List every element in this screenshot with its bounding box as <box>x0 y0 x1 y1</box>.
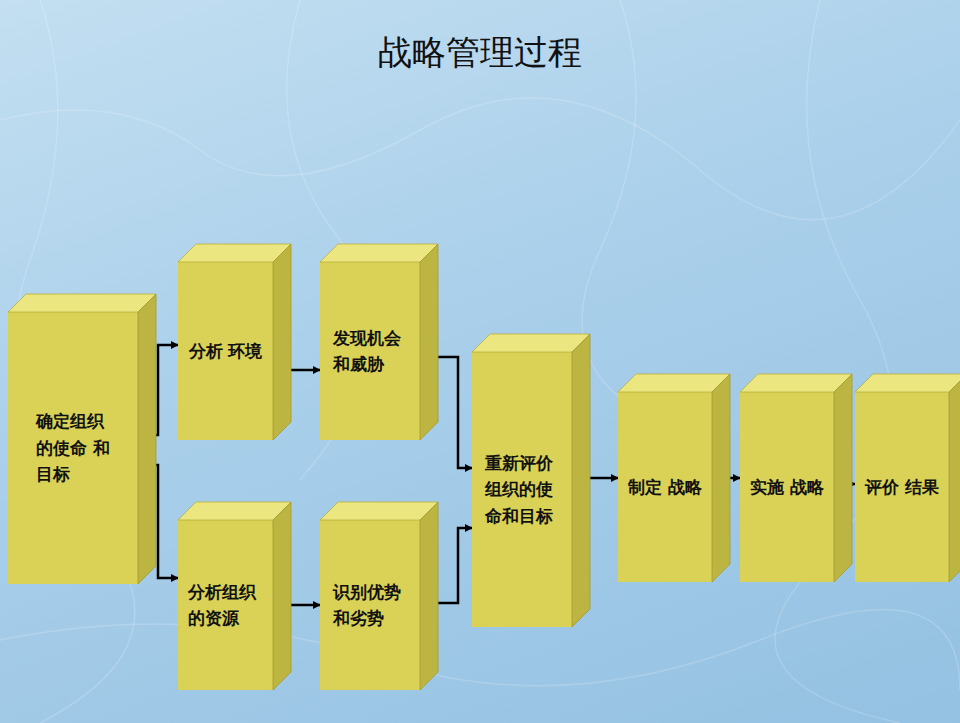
box-label: 实施 战略 <box>750 474 824 500</box>
flow-arrow <box>156 465 178 578</box>
process-box: 制定 战略 <box>618 392 712 582</box>
flow-arrow <box>291 604 320 607</box>
process-box: 分析组织 的资源 <box>178 520 273 690</box>
process-box: 评价 结果 <box>855 392 949 582</box>
box-label: 确定组织 的使命 和目标 <box>36 408 111 487</box>
flow-arrow <box>438 357 472 468</box>
process-box: 分析 环境 <box>178 262 273 440</box>
box-label: 识别优势 和劣势 <box>333 579 408 632</box>
flow-arrow <box>730 477 740 480</box>
box-label: 评价 结果 <box>865 474 939 500</box>
flow-arrow <box>438 528 472 603</box>
flow-arrow <box>590 477 618 480</box>
flow-arrow <box>291 369 320 372</box>
box-label: 制定 战略 <box>628 474 702 500</box>
process-box: 确定组织 的使命 和目标 <box>8 312 138 584</box>
flow-arrow <box>156 345 178 435</box>
diagram-title: 战略管理过程 <box>0 30 960 76</box>
box-label: 重新评价 组织的使 命和目标 <box>485 450 560 529</box>
box-label: 分析 环境 <box>189 338 263 364</box>
box-label: 发现机会 和威胁 <box>333 325 408 378</box>
process-box: 实施 战略 <box>740 392 834 582</box>
process-box: 发现机会 和威胁 <box>320 262 420 440</box>
process-box: 识别优势 和劣势 <box>320 520 420 690</box>
process-box: 重新评价 组织的使 命和目标 <box>472 352 572 627</box>
box-label: 分析组织 的资源 <box>188 579 263 632</box>
